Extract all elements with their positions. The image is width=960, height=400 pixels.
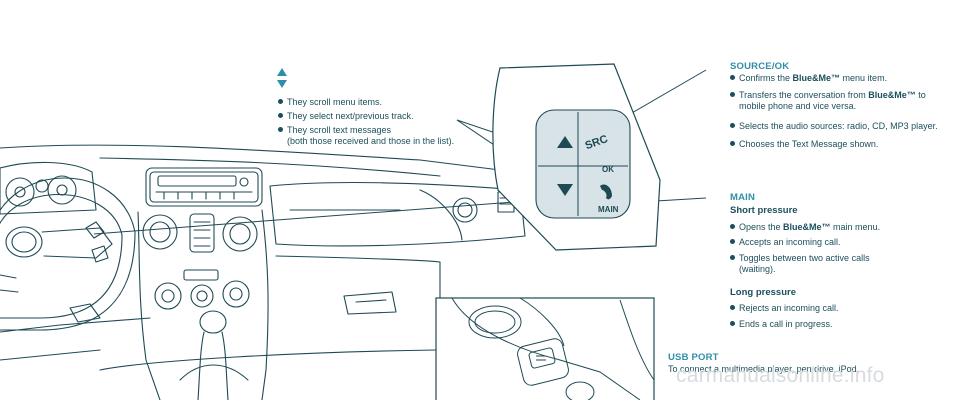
arrows-bullet-1: They scroll menu items.	[278, 97, 382, 108]
main-short-bullet-3: Toggles between two active calls (waitin…	[730, 253, 870, 275]
central-vents	[142, 213, 258, 253]
bullet-dot	[730, 224, 735, 229]
main-short-bullet-1: Opens the Blue&Me™ main menu.	[730, 222, 880, 233]
arrows-bullet-2: They select next/previous track.	[278, 111, 414, 122]
bullet-dot	[278, 127, 283, 132]
main-heading: MAIN	[730, 192, 756, 203]
source-ok-bullet-4: Chooses the Text Message shown.	[730, 139, 878, 150]
main-button-label: MAIN	[598, 205, 619, 214]
source-ok-bullet-1: Confirms the Blue&Me™ menu item.	[730, 73, 887, 84]
usb-port-inset	[435, 297, 655, 400]
leader-steering-button	[93, 199, 541, 235]
short-pressure-label: Short pressure	[730, 205, 798, 216]
steering-wheel	[0, 177, 136, 331]
glovebox-handle	[343, 291, 397, 315]
watermark: carmanualsonline.info	[676, 364, 885, 387]
dash-right	[269, 181, 526, 247]
dashboard-top-edge	[0, 144, 521, 187]
bullet-dot	[278, 113, 283, 118]
bullet-dot	[278, 99, 283, 104]
bullet-dot	[730, 123, 735, 128]
instrument-cluster	[0, 161, 97, 215]
bullet-dot	[730, 305, 735, 310]
usb-port-heading: USB PORT	[668, 352, 719, 363]
ok-button-label: OK	[602, 165, 614, 174]
bullet-dot	[730, 321, 735, 326]
main-long-bullet-1: Rejects an incoming call.	[730, 303, 839, 314]
up-down-arrows-icon	[277, 68, 287, 88]
bullet-dot	[730, 92, 735, 97]
gear-lever	[179, 310, 249, 400]
bullet-dot	[730, 239, 735, 244]
radio-unit	[145, 167, 263, 207]
steering-controls-callout: SRC OK MAIN	[492, 63, 661, 251]
bullet-dot	[730, 255, 735, 260]
bullet-dot	[730, 75, 735, 80]
main-short-bullet-2: Accepts an incoming call.	[730, 237, 841, 248]
source-ok-bullet-3: Selects the audio sources: radio, CD, MP…	[730, 121, 938, 132]
main-long-bullet-2: Ends a call in progress.	[730, 319, 833, 330]
climate-knobs	[154, 269, 250, 310]
source-ok-bullet-2: Transfers the conversation from Blue&Me™…	[730, 90, 926, 112]
source-ok-heading: SOURCE/OK	[730, 61, 790, 72]
long-pressure-label: Long pressure	[730, 287, 796, 298]
down-button-arrow	[557, 184, 573, 196]
up-button-arrow	[557, 136, 573, 148]
usb-port-description: To connect a multimedia player, pen driv…	[668, 364, 860, 374]
phone-icon	[600, 184, 612, 200]
arrows-bullet-3: They scroll text messages (both those re…	[278, 125, 454, 147]
bullet-dot	[730, 141, 735, 146]
